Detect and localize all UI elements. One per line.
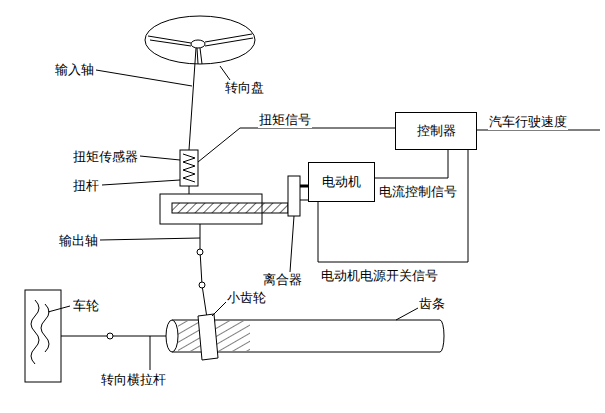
part-label: 齿条 bbox=[418, 296, 446, 312]
part-label: 转向盘 bbox=[224, 80, 265, 96]
node-text: 电动机 bbox=[322, 174, 361, 190]
part-label: 扭矩信号 bbox=[258, 112, 312, 128]
speed-wire bbox=[477, 130, 600, 131]
part-label: 电动机电源开关信号 bbox=[320, 268, 439, 284]
node-text: 控制器 bbox=[417, 123, 456, 139]
input-shaft bbox=[189, 48, 196, 150]
motor-box: 电动机 bbox=[308, 162, 375, 202]
controller-box: 控制器 bbox=[395, 112, 477, 150]
part-label: 输入轴 bbox=[54, 62, 95, 78]
part-label: 扭矩传感器 bbox=[72, 149, 139, 165]
torque-sensor bbox=[180, 150, 198, 186]
part-label: 小齿轮 bbox=[226, 290, 267, 306]
part-label: 离合器 bbox=[262, 272, 303, 288]
clutch bbox=[288, 176, 300, 216]
torque-signal-wire bbox=[198, 128, 395, 162]
worm-shaft bbox=[172, 203, 288, 213]
part-label: 转向横拉杆 bbox=[100, 372, 167, 388]
pinion bbox=[198, 314, 218, 360]
signal-wire bbox=[375, 150, 448, 178]
road-wheel bbox=[25, 290, 61, 382]
part-label: 车轮 bbox=[72, 298, 100, 314]
part-label: 汽车行驶速度 bbox=[488, 114, 568, 130]
steering-wheel bbox=[145, 16, 255, 64]
output-shaft bbox=[200, 224, 207, 318]
part-label: 电流控制信号 bbox=[378, 184, 458, 200]
part-label: 扭杆 bbox=[72, 178, 100, 194]
part-label: 输出轴 bbox=[58, 233, 99, 249]
power-switch-wire bbox=[300, 150, 468, 262]
torsion-bar bbox=[189, 186, 190, 194]
